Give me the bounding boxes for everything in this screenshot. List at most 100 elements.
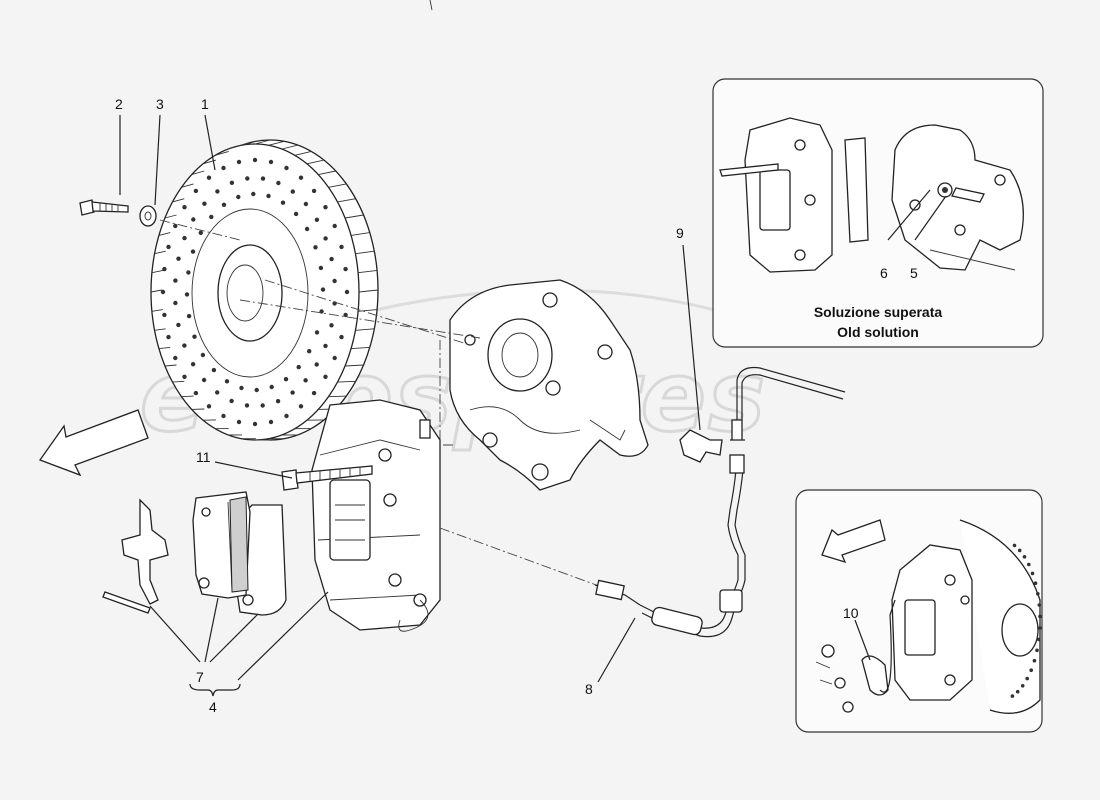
vent-slot [172,198,185,203]
inset-caption-english: Old solution [837,324,919,340]
vent-slot [150,289,163,293]
vent-slot [328,395,347,398]
inset-drill-hole [1036,592,1040,596]
vent-slot [154,328,166,331]
drill-hole [190,362,196,367]
drill-hole [323,374,328,379]
drill-hole [260,403,265,408]
disc-washer [139,205,157,227]
drill-hole [303,378,308,383]
drill-hole [173,355,178,361]
vent-slot [355,328,375,331]
disc-vent-slots [150,139,379,441]
vent-slot [154,250,166,255]
drill-hole [318,265,324,271]
vent-slot [318,170,336,176]
drill-hole [200,352,206,358]
drill-hole [215,189,220,194]
drill-hole [290,189,295,194]
drill-hole [290,390,295,395]
callout-2: 2 [115,96,123,112]
direction-arrow-icon [38,409,149,477]
inset-drill-hole [1032,658,1037,663]
vent-slot [345,214,364,219]
drill-hole [329,323,334,328]
vent-slot [358,269,378,274]
vent-slot [181,395,194,398]
callout-1: 1 [201,96,209,112]
drill-hole [314,362,319,367]
drill-hole [284,165,289,171]
drill-hole [311,188,317,194]
vent-slot [294,150,312,156]
drill-hole [173,278,178,283]
drill-hole [236,419,242,425]
inset-old-solution: 6 5 Soluzione superata Old solution [712,78,1044,348]
drill-hole [275,399,281,404]
inset-drill-hole [1037,603,1042,607]
vent-slot [358,289,379,293]
inset-drill-hole [1035,648,1039,653]
drill-hole [224,379,230,384]
drill-hole [268,419,274,425]
vent-slot [254,139,271,145]
brake-pad-front [192,491,251,599]
vent-slot [351,346,370,350]
pad-spring-clip [121,498,169,605]
drill-hole [193,188,199,194]
caliper-bolt [281,465,373,491]
vent-slot [158,346,171,350]
inset-drill-hole [1025,676,1029,681]
callout-7: 7 [196,669,204,685]
leader-lines [119,114,701,697]
drill-hole [173,223,178,229]
drill-hole [198,230,203,235]
inset-drill-hole [1015,689,1020,694]
vent-slot [164,364,177,367]
drill-hole [191,217,196,222]
drill-hole [252,157,258,163]
drill-hole [251,191,256,197]
drill-hole [229,180,235,185]
drill-hole [339,334,344,340]
vent-slot [268,140,285,146]
vent-slot [158,232,171,236]
drill-hole [260,176,266,181]
group-bracket-4 [189,683,241,697]
callout-11: 11 [196,449,211,465]
callout-9: 9 [676,225,684,241]
inset-sensor-detail: 10 [795,489,1043,733]
vent-slot [345,364,364,367]
inset-drill-hole [1020,684,1025,688]
drill-hole [211,367,217,373]
drill-hole [209,214,214,220]
drill-hole [314,217,320,222]
inset-drill-hole [1010,694,1015,698]
inset-drill-hole [1012,543,1017,548]
axis-line-sensor [439,527,611,591]
inset-drill-hole [1038,614,1042,619]
drill-hole [343,266,348,272]
drill-hole [193,390,199,396]
vent-slot [227,144,243,150]
drill-hole [343,312,348,318]
drill-hole [283,377,289,382]
drill-hole [166,334,171,340]
vent-slot [351,232,370,236]
inset-drill-hole [1017,548,1022,553]
drill-hole [239,385,244,391]
vent-slot [306,159,325,165]
drill-hole [339,244,344,250]
drill-hole [307,349,312,354]
drill-hole [176,322,181,328]
callout-3: 3 [156,96,164,112]
inset-drill-hole [1038,626,1042,630]
vent-slot [151,269,163,274]
drill-hole [182,343,187,348]
drill-hole [176,256,181,261]
drill-hole [280,200,286,205]
drill-hole [332,223,337,229]
drill-hole [173,300,178,306]
drill-hole [162,266,167,272]
